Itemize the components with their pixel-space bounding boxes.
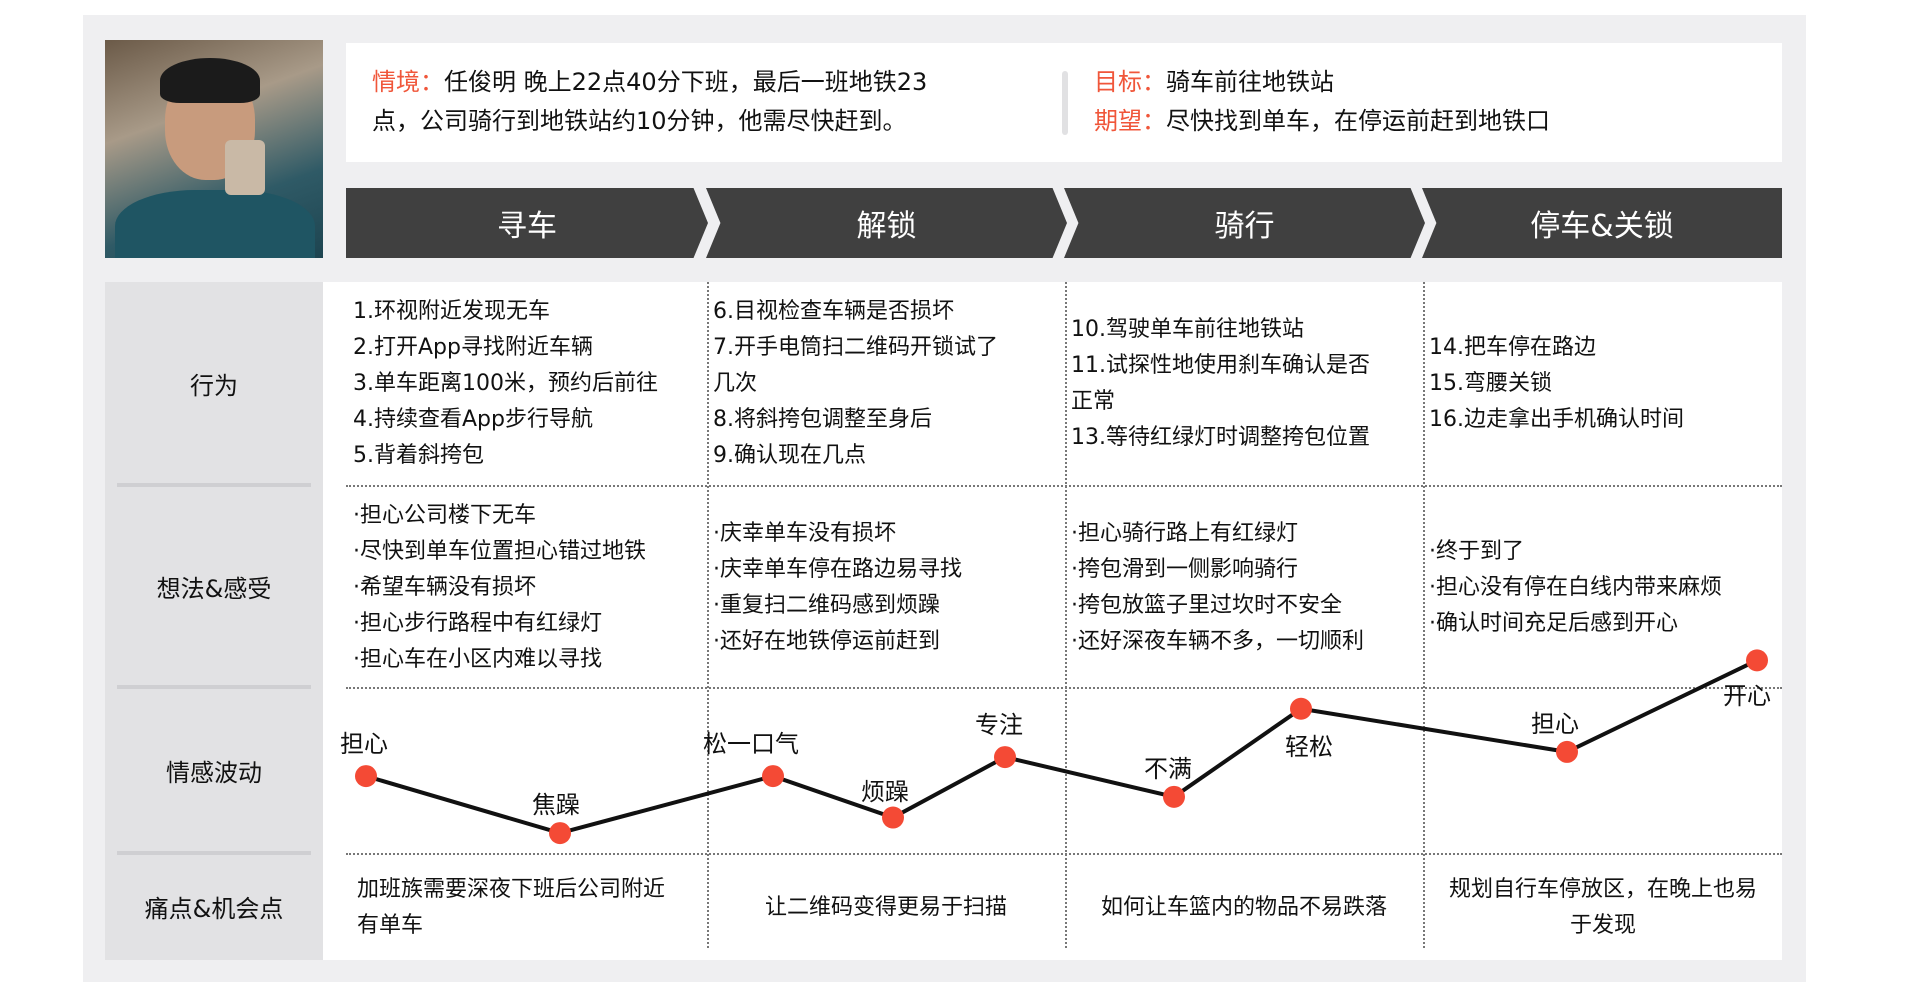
goal-value: 骑车前往地铁站 bbox=[1166, 68, 1334, 96]
thoughts-ride: ·担心骑行路上有红绿灯 ·挎包滑到一侧影响骑行 ·挎包放篮子里过坎时不安全 ·还… bbox=[1071, 521, 1364, 654]
context-box: 情境：任俊明 晚上22点40分下班，最后一班地铁23 点，公司骑行到地铁站约10分… bbox=[346, 43, 1782, 162]
situation-text: 情境：任俊明 晚上22点40分下班，最后一班地铁23 点，公司骑行到地铁站约10分… bbox=[372, 63, 927, 141]
thoughts-find: ·担心公司楼下无车 ·尽快到单车位置担心错过地铁 ·希望车辆没有损坏 ·担心步行… bbox=[353, 503, 646, 672]
emotion-label: 焦躁 bbox=[532, 791, 580, 820]
stage-label: 停车&关锁 bbox=[1530, 209, 1674, 244]
emotion-point bbox=[882, 806, 904, 829]
thoughts-park: ·终于到了 ·担心没有停在白线内带来麻烦 ·确认时间充足后感到开心 bbox=[1429, 539, 1722, 636]
situation-line2: 点，公司骑行到地铁站约10分钟，他需尽快赶到。 bbox=[372, 107, 907, 135]
emotion-label: 专注 bbox=[975, 711, 1023, 740]
emotion-point bbox=[1556, 740, 1578, 763]
emotion-point bbox=[994, 746, 1016, 769]
emotion-label: 开心 bbox=[1723, 682, 1771, 711]
row-labels: 行为 想法&感受 情感波动 痛点&机会点 bbox=[105, 282, 323, 960]
emotion-label: 烦躁 bbox=[861, 777, 909, 806]
stage-label: 骑行 bbox=[1214, 209, 1275, 244]
stage-label: 解锁 bbox=[856, 209, 917, 244]
goal-label: 目标： bbox=[1094, 68, 1166, 96]
emotion-point bbox=[355, 765, 377, 788]
pain-ride: 如何让车篮内的物品不易跌落 bbox=[1100, 894, 1387, 920]
goal-text: 目标：骑车前往地铁站期望：尽快找到单车，在停运前赶到地铁口 bbox=[1094, 63, 1550, 141]
stage-unlock: 解锁 bbox=[706, 188, 1067, 258]
emotion-label: 轻松 bbox=[1285, 732, 1333, 761]
row-separator bbox=[117, 851, 311, 855]
divider bbox=[1065, 282, 1067, 948]
row-separator bbox=[117, 483, 311, 487]
behavior-unlock: 6.目视检查车辆是否损坏 7.开手电筒扫二维码开锁试了 几次 8.将斜挎包调整至… bbox=[713, 299, 998, 468]
emotion-point bbox=[762, 765, 784, 788]
emotion-label: 担心 bbox=[1531, 709, 1579, 738]
emotion-point bbox=[549, 822, 571, 845]
behavior-find: 1.环视附近发现无车 2.打开App寻找附近车辆 3.单车距离100米，预约后前… bbox=[353, 299, 658, 468]
emotion-point bbox=[1290, 697, 1312, 720]
divider bbox=[346, 485, 1782, 487]
pain-unlock: 让二维码变得更易于扫描 bbox=[764, 894, 1007, 920]
pain-park: 规划自行车停放区，在晚上也易于发现 bbox=[1448, 876, 1757, 938]
persona-photo bbox=[105, 40, 323, 258]
row-separator bbox=[117, 685, 311, 689]
emotion-label: 松一口气 bbox=[703, 730, 799, 759]
divider bbox=[1062, 71, 1068, 135]
emotion-label: 不满 bbox=[1144, 754, 1192, 783]
divider bbox=[707, 282, 709, 948]
behavior-ride: 10.驾驶单车前往地铁站 11.试探性地使用刹车确认是否 正常 13.等待红绿灯… bbox=[1071, 317, 1370, 450]
stage-find-bike: 寻车 bbox=[346, 188, 708, 258]
pain-find: 加班族需要深夜下班后公司附近有单车 bbox=[357, 876, 666, 938]
behavior-park: 14.把车停在路边 15.弯腰关锁 16.边走拿出手机确认时间 bbox=[1429, 335, 1684, 432]
stage-park-lock: 停车&关锁 bbox=[1422, 188, 1782, 258]
divider bbox=[1423, 282, 1425, 948]
emotion-label: 担心 bbox=[340, 730, 388, 759]
row-label-emotion: 情感波动 bbox=[166, 758, 262, 787]
journey-grid: 行为 想法&感受 情感波动 痛点&机会点 1.环视附近发现无车 2.打开App寻… bbox=[105, 282, 1782, 960]
thoughts-unlock: ·庆幸单车没有损坏 ·庆幸单车停在路边易寻找 ·重复扫二维码感到烦躁 ·还好在地… bbox=[713, 521, 962, 654]
row-label-behavior: 行为 bbox=[190, 372, 238, 400]
expect-value: 尽快找到单车，在停运前赶到地铁口 bbox=[1166, 107, 1550, 135]
divider bbox=[346, 853, 1782, 855]
situation-label: 情境： bbox=[372, 68, 444, 96]
emotion-point bbox=[1163, 785, 1185, 808]
row-label-pain-points: 痛点&机会点 bbox=[144, 895, 284, 923]
stage-label: 寻车 bbox=[497, 209, 557, 244]
stage-ride: 骑行 bbox=[1064, 188, 1425, 258]
emotion-point bbox=[1746, 649, 1768, 672]
expect-label: 期望： bbox=[1094, 107, 1166, 135]
divider bbox=[346, 687, 1782, 689]
emotion-curve bbox=[355, 649, 1768, 845]
row-label-thoughts: 想法&感受 bbox=[156, 574, 272, 603]
situation-line1: 任俊明 晚上22点40分下班，最后一班地铁23 bbox=[444, 68, 928, 96]
